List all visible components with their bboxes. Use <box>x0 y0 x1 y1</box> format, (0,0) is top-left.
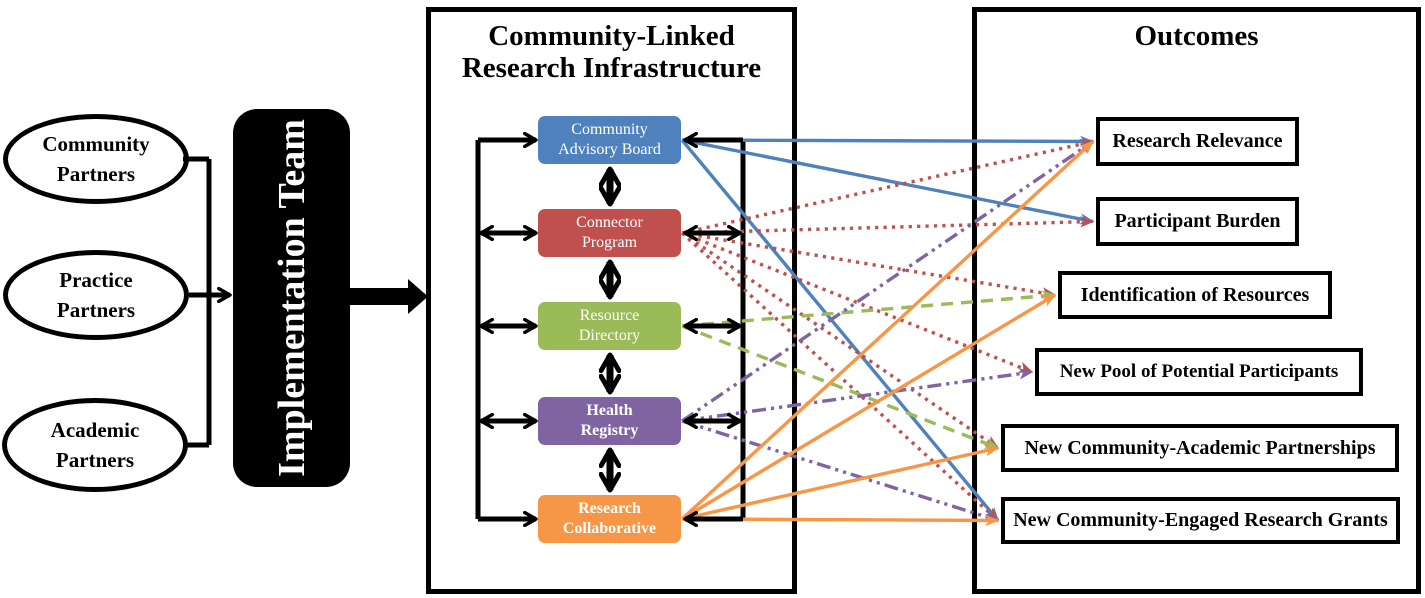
ellipse-label-line: Partners <box>56 298 136 322</box>
implementation-to-infrastructure-arrow <box>350 279 428 314</box>
outcome-new-community-engaged-research-grants: New Community-Engaged Research Grants <box>1001 497 1400 544</box>
infrastructure-title-line2: Research Infrastructure <box>461 52 762 84</box>
box-label-line: Connector <box>576 214 643 231</box>
ellipse-community-partners: Community Partners <box>3 114 189 204</box>
outcome-research-relevance: Research Relevance <box>1096 117 1299 166</box>
box-label-line: Program <box>581 234 638 251</box>
box-research-collaborative: Research Collaborative <box>538 495 681 543</box>
box-label-line: Community <box>571 121 648 138</box>
box-health-registry: Health Registry <box>538 397 681 445</box>
box-resource-directory: Resource Directory <box>538 302 681 350</box>
box-label-line: Directory <box>578 327 641 344</box>
outcome-participant-burden: Participant Burden <box>1096 197 1299 246</box>
ellipse-label-line: Partners <box>56 162 136 186</box>
infrastructure-title-line1: Community-Linked <box>488 20 735 52</box>
box-label-line: Resource <box>579 307 640 324</box>
outcome-new-community-academic-partnerships: New Community-Academic Partnerships <box>1001 424 1399 472</box>
ellipse-practice-partners: Practice Partners <box>3 250 189 340</box>
ellipse-label-line: Community <box>42 132 150 156</box>
outcome-new-pool-of-potential-participants: New Pool of Potential Participants <box>1035 348 1363 396</box>
box-community-advisory-board: Community Advisory Board <box>538 116 681 164</box>
ellipse-academic-partners: Academic Partners <box>2 398 188 492</box>
box-label-line: Advisory Board <box>558 141 661 158</box>
implementation-team-box: Implementation Team <box>233 109 350 487</box>
ellipse-label-line: Partners <box>55 448 135 472</box>
outcome-identification-of-resources: Identification of Resources <box>1058 271 1332 319</box>
infrastructure-panel-title: Community-Linked Research Infrastructure <box>431 20 792 84</box>
box-label-line: Research <box>578 500 641 517</box>
implementation-team-label: Implementation Team <box>270 119 313 477</box>
outcomes-panel-title: Outcomes <box>1134 20 1259 52</box>
ellipse-label-line: Academic <box>50 418 140 442</box>
box-label-line: Health <box>586 402 633 419</box>
box-label-line: Collaborative <box>562 520 657 537</box>
ellipse-label-line: Practice <box>59 268 133 292</box>
box-label-line: Registry <box>580 422 639 439</box>
box-connector-program: Connector Program <box>538 209 681 257</box>
